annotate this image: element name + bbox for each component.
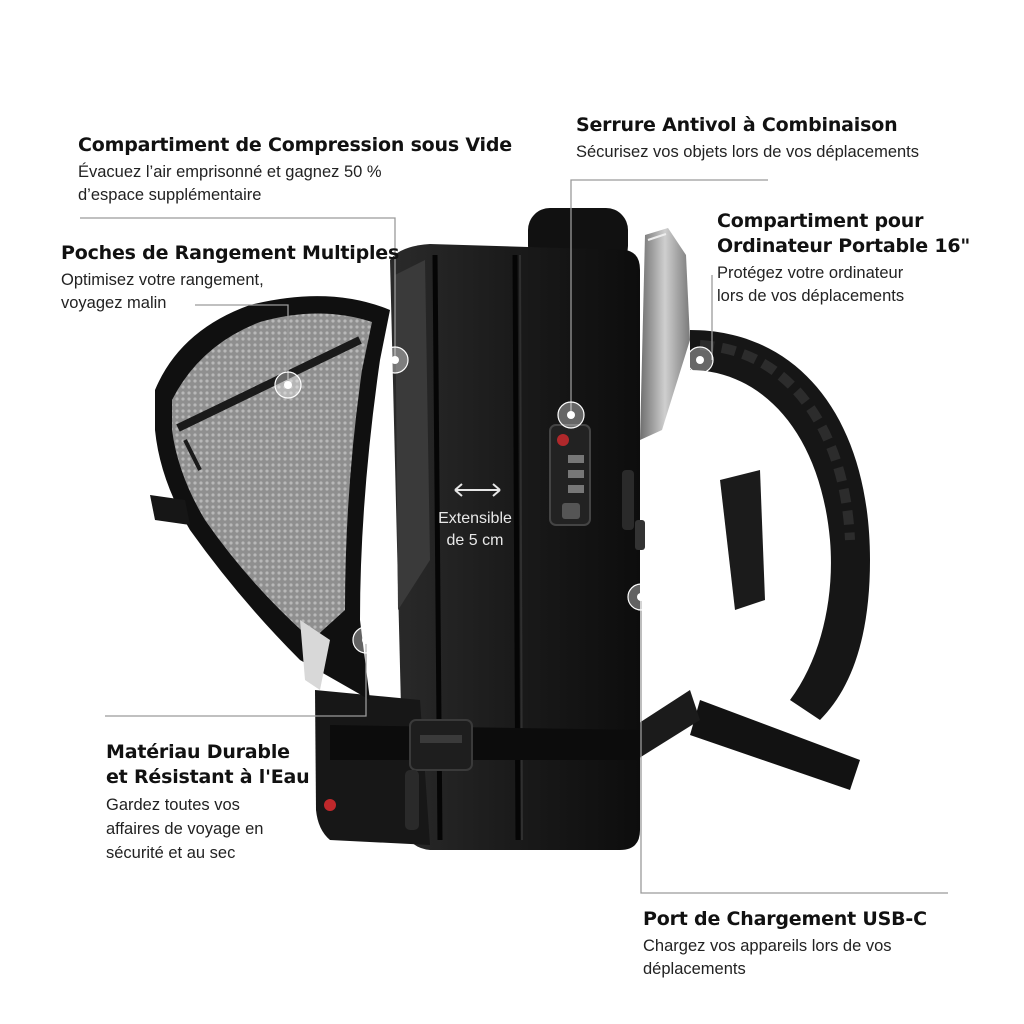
callout-usb-line: déplacements [643, 960, 746, 978]
callout-pockets-line: Optimisez votre rangement, [61, 271, 264, 289]
marker-laptop-icon [686, 346, 714, 374]
marker-usb-icon [627, 583, 655, 611]
callout-compression-line: Évacuez l’air emprisonné et gagnez 50 % [78, 163, 382, 181]
callout-material-text: Gardez toutes vos affaires de voyage en … [106, 793, 356, 865]
callout-lock-text: Sécurisez vos objets lors de vos déplace… [576, 141, 1006, 164]
callout-usb-line: Chargez vos appareils lors de vos [643, 937, 892, 955]
expandable-label-line: de 5 cm [446, 532, 504, 549]
marker-pockets-icon [274, 371, 302, 399]
laptop [640, 228, 690, 440]
callout-pockets-line: voyagez malin [61, 294, 167, 312]
callout-laptop-text: Protégez votre ordinateur lors de vos dé… [717, 262, 1007, 308]
callout-material-title-line: Matériau Durable [106, 741, 290, 763]
callout-compression-title: Compartiment de Compression sous Vide [78, 134, 512, 156]
backpack-body [315, 208, 645, 850]
expandable-label: Extensible de 5 cm [420, 508, 530, 552]
callout-laptop-title: Compartiment pour Ordinateur Portable 16… [717, 209, 1007, 259]
callout-usb-text: Chargez vos appareils lors de vos déplac… [643, 935, 1003, 981]
callout-lock: Serrure Antivol à Combinaison Sécurisez … [576, 113, 1006, 164]
callout-laptop: Compartiment pour Ordinateur Portable 16… [717, 209, 1007, 308]
callout-material-title-line: et Résistant à l'Eau [106, 766, 310, 788]
callout-usb-title: Port de Chargement USB-C [643, 908, 927, 930]
callout-material-line: sécurité et au sec [106, 844, 236, 862]
marker-material-icon [352, 626, 380, 654]
open-front-flap [150, 296, 390, 811]
callout-laptop-title-line: Compartiment pour [717, 210, 924, 232]
callout-laptop-line: Protégez votre ordinateur [717, 264, 904, 282]
callout-laptop-line: lors de vos déplacements [717, 287, 905, 305]
marker-lock-icon [557, 401, 585, 429]
callout-material: Matériau Durable et Résistant à l'Eau Ga… [106, 740, 356, 865]
callout-material-line: affaires de voyage en [106, 820, 264, 838]
expand-arrow-icon [454, 483, 501, 497]
callout-compression-line: d’espace supplémentaire [78, 186, 262, 204]
callout-usb: Port de Chargement USB-C Chargez vos app… [643, 907, 1003, 981]
callout-markers [274, 346, 714, 654]
callout-laptop-title-line: Ordinateur Portable 16" [717, 235, 971, 257]
callout-lock-line: Sécurisez vos objets lors de vos déplace… [576, 143, 920, 161]
marker-compression-icon [381, 346, 409, 374]
leader-lines [80, 179, 948, 894]
callout-compression: Compartiment de Compression sous Vide Év… [78, 133, 538, 207]
callout-material-title: Matériau Durable et Résistant à l'Eau [106, 740, 356, 790]
expandable-label-line: Extensible [438, 510, 512, 527]
callout-compression-text: Évacuez l’air emprisonné et gagnez 50 % … [78, 161, 538, 207]
callout-pockets-title: Poches de Rangement Multiples [61, 242, 400, 264]
callout-material-line: Gardez toutes vos [106, 796, 240, 814]
callout-lock-title: Serrure Antivol à Combinaison [576, 114, 898, 136]
callout-pockets-text: Optimisez votre rangement, voyagez malin [61, 269, 421, 315]
callout-pockets: Poches de Rangement Multiples Optimisez … [61, 241, 421, 315]
